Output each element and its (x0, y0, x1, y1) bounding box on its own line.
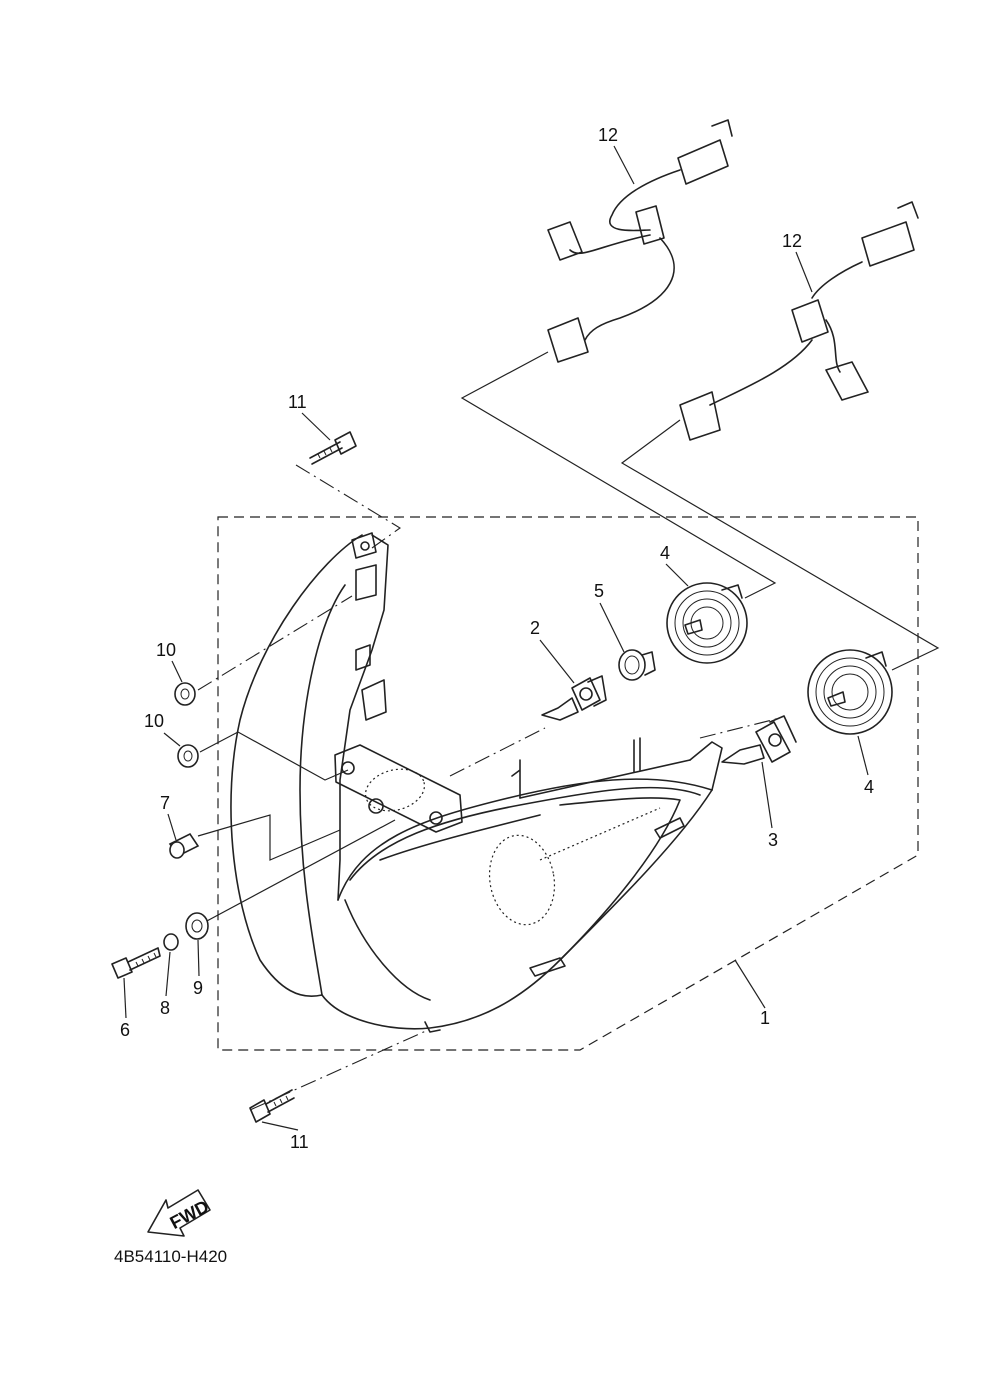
callout-collar: 7 (160, 793, 170, 813)
harness-right (679, 201, 919, 441)
callout-damper-upper: 10 (156, 640, 176, 660)
cover-right (807, 649, 893, 735)
screw-bottom (249, 1089, 295, 1123)
harness-left (547, 119, 733, 363)
bolt (111, 947, 161, 979)
assembly-boundary (217, 516, 919, 1051)
washer (163, 933, 179, 951)
callout-headlight-assy: 1 (760, 1008, 770, 1028)
collar (168, 832, 200, 859)
callout-washer: 8 (160, 998, 170, 1018)
socket (618, 649, 656, 681)
callout-screw-top: 11 (288, 392, 307, 412)
bulb-sub (721, 715, 797, 765)
callout-socket: 5 (594, 581, 604, 601)
callout-bulb-main: 2 (530, 618, 540, 638)
callout-harness-right: 12 (782, 231, 802, 251)
bulb-main (541, 675, 607, 721)
grommet (185, 912, 209, 940)
callout-harness-left: 12 (598, 125, 618, 145)
callout-bolt: 6 (120, 1020, 130, 1040)
diagram-code: 4B54110-H420 (114, 1247, 227, 1266)
damper-lower (177, 744, 199, 768)
fwd-arrow-icon: FWD (147, 1189, 213, 1237)
screw-top (309, 431, 357, 465)
callout-damper-lower: 10 (144, 711, 164, 731)
cover-left (666, 582, 748, 664)
callout-grommet: 9 (193, 978, 203, 998)
callout-cover-right: 4 (864, 777, 874, 797)
callout-bulb-sub: 3 (768, 830, 778, 850)
damper-upper (174, 682, 196, 706)
callout-screw-bottom: 11 (290, 1132, 309, 1152)
headlight-housing (230, 532, 723, 1033)
callout-cover-left: 4 (660, 543, 670, 563)
fwd-label: FWD (167, 1196, 213, 1233)
